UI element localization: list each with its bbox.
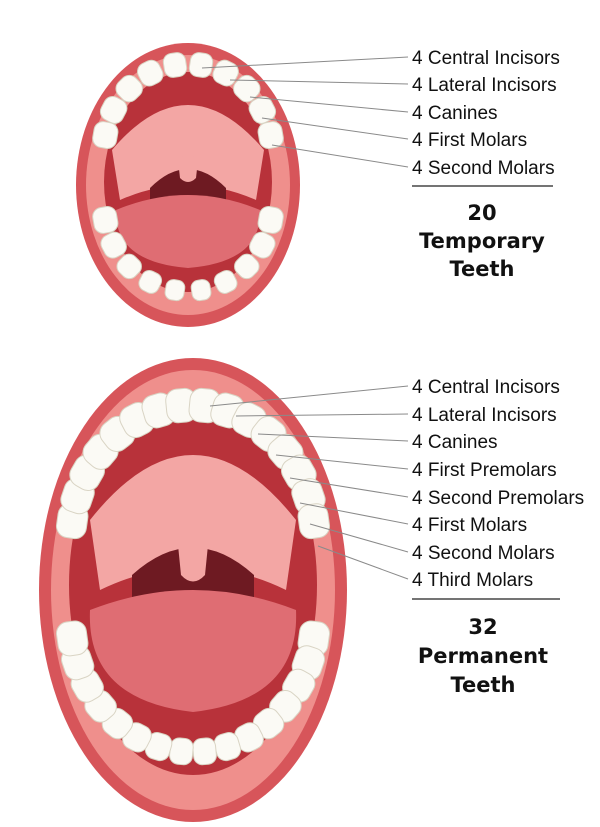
tooth-label: 4 Lateral Incisors: [412, 75, 557, 96]
permanent-tongue: [89, 590, 297, 712]
permanent-labels: 4 Central Incisors 4 Lateral Incisors 4 …: [412, 377, 584, 697]
leader-line: [275, 454, 409, 470]
leader-line: [249, 96, 409, 113]
lower-tooth: [213, 270, 238, 294]
tooth-label: 4 Lateral Incisors: [412, 405, 557, 426]
lower-tooth: [164, 279, 186, 302]
leader-line: [289, 477, 409, 498]
upper-tooth: [99, 95, 128, 124]
temporary-leader-lines: [201, 56, 409, 168]
lower-tooth: [169, 737, 194, 766]
temporary-teeth: [92, 52, 284, 302]
leader-line: [299, 502, 409, 525]
tooth-label: 4 Second Premolars: [412, 488, 584, 509]
lower-tooth: [192, 737, 217, 766]
upper-tooth: [92, 121, 119, 150]
leader-line: [317, 545, 409, 580]
permanent-palate: [90, 455, 296, 590]
lower-tooth: [100, 231, 127, 259]
temporary-palate: [112, 105, 264, 200]
leader-line: [261, 117, 409, 140]
permanent-uvula: [178, 537, 208, 582]
lower-tooth: [116, 253, 142, 280]
caption-line: Teeth: [449, 257, 514, 281]
tooth-label: 4 Canines: [412, 103, 498, 124]
lower-tooth: [190, 279, 212, 302]
tooth-label: 4 Third Molars: [412, 570, 533, 591]
leader-line: [257, 433, 409, 442]
upper-tooth: [248, 95, 277, 124]
temporary-mouth: [76, 43, 300, 327]
caption-line: Permanent: [418, 644, 548, 668]
lower-tooth: [249, 231, 276, 259]
tooth-label: 4 Canines: [412, 432, 498, 453]
tooth-label: 4 Second Molars: [412, 543, 555, 564]
tooth-label: 4 Central Incisors: [412, 48, 560, 69]
tooth-label: 4 Second Molars: [412, 158, 555, 179]
lower-tooth: [92, 205, 119, 234]
upper-tooth: [188, 52, 214, 78]
leader-line: [201, 56, 409, 69]
upper-tooth: [257, 121, 284, 150]
lower-tooth: [234, 253, 260, 280]
upper-tooth: [137, 59, 164, 87]
total-count: 20: [467, 201, 496, 225]
lower-tooth: [138, 269, 163, 294]
temporary-labels: 4 Central Incisors 4 Lateral Incisors 4 …: [412, 48, 560, 281]
temporary-tongue: [115, 195, 261, 268]
tooth-label: 4 First Molars: [412, 515, 527, 536]
caption-line: Temporary: [419, 229, 545, 253]
leader-line: [271, 144, 409, 168]
lower-tooth: [55, 620, 89, 657]
upper-tooth: [115, 74, 143, 103]
temporary-uvula: [178, 155, 198, 182]
leader-line: [309, 523, 409, 553]
total-count: 32: [468, 615, 497, 639]
leader-line: [229, 79, 409, 85]
lower-tooth: [257, 205, 284, 234]
tooth-label: 4 First Premolars: [412, 460, 557, 481]
permanent-teeth: [55, 387, 331, 766]
permanent-leader-lines: [209, 385, 409, 580]
leader-line: [209, 385, 409, 407]
upper-tooth: [297, 503, 331, 540]
temporary-throat: [150, 169, 226, 200]
caption-line: Teeth: [450, 673, 515, 697]
tooth-label: 4 First Molars: [412, 130, 527, 151]
tooth-label: 4 Central Incisors: [412, 377, 560, 398]
leader-line: [235, 413, 409, 417]
permanent-mouth: [39, 358, 347, 822]
upper-tooth: [162, 52, 188, 78]
